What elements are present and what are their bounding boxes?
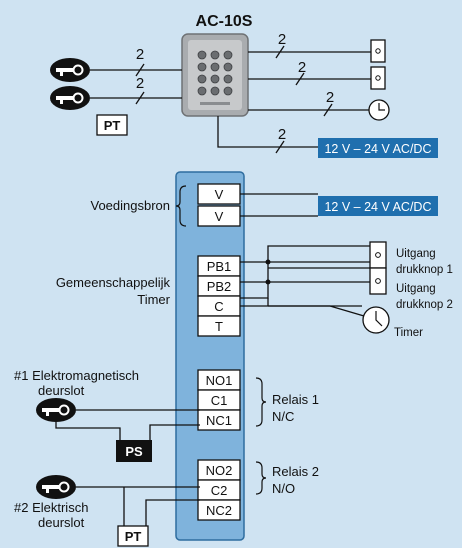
pt-label-bottom: PT (125, 529, 142, 544)
terminal-pb2: PB2 (197, 275, 241, 297)
lock2-line2: deurslot (38, 515, 85, 530)
exit2-line2: drukknop 2 (396, 299, 453, 311)
exit-button-1-icon (369, 241, 387, 269)
junction-dot-1 (265, 279, 271, 285)
terminal-v1-label: V (215, 187, 224, 202)
terminal-pb1: PB1 (197, 255, 241, 277)
terminal-v1: V (197, 183, 241, 205)
terminal-pb2-label: PB2 (207, 279, 232, 294)
common-label: Gemeenschappelijk (56, 275, 171, 290)
terminal-c1: C1 (197, 389, 241, 411)
wire-count-1: 2 (136, 46, 144, 63)
power-brace (175, 185, 187, 227)
ps-label: PS (125, 444, 143, 459)
relay2-line2: N/O (272, 481, 295, 496)
pt-label-top: PT (104, 118, 121, 133)
wire-count-4: 2 (298, 59, 306, 76)
lock1-line2: deurslot (38, 383, 85, 398)
terminal-nc1-label: NC1 (206, 413, 232, 428)
terminal-nc1: NC1 (197, 409, 241, 431)
relay2-brace (255, 461, 267, 495)
lock1-wiring (55, 409, 200, 440)
lock2-line1: #2 Elektrisch (14, 500, 88, 515)
terminal-nc2-label: NC2 (206, 503, 232, 518)
wire-count-5: 2 (326, 89, 334, 106)
terminal-v2-label: V (215, 209, 224, 224)
pt-box-top (96, 114, 128, 136)
lock1-key-icon (36, 398, 76, 422)
keypad-device (181, 33, 249, 117)
terminal-c2: C2 (197, 479, 241, 501)
terminal-t-label: T (215, 319, 223, 334)
terminal-no1: NO1 (197, 369, 241, 391)
terminal-nc2: NC2 (197, 499, 241, 521)
terminal-c2-label: C2 (211, 483, 228, 498)
exit-button-2-icon (369, 267, 387, 295)
supply-badge-mid-text: 12 V – 24 V AC/DC (324, 200, 431, 214)
terminal-no2-label: NO2 (206, 463, 233, 478)
timer-wire (268, 305, 365, 317)
timer-clock-icon (362, 306, 390, 334)
exit2-line1: Uitgang (396, 283, 436, 295)
top-wires (90, 45, 371, 154)
terminal-v2: V (197, 205, 241, 227)
wire-count-2: 2 (136, 75, 144, 92)
pt-box-bottom (117, 525, 149, 547)
terminal-pb1-label: PB1 (207, 259, 232, 274)
ps-box (116, 440, 152, 462)
push-button-2-icon (370, 66, 386, 90)
key-fob-1-icon (50, 58, 90, 82)
relay1-line1: Relais 1 (272, 392, 319, 407)
relay1-line2: N/C (272, 409, 294, 424)
supply-badge-top (318, 138, 438, 158)
terminal-no2: NO2 (197, 459, 241, 481)
device-title: AC-10S (196, 13, 253, 30)
supply-badge-top-text: 12 V – 24 V AC/DC (324, 142, 431, 156)
push-button-1-icon (370, 39, 386, 63)
lock1-line1: #1 Elektromagnetisch (14, 368, 139, 383)
lock2-key-icon (36, 475, 76, 499)
power-source-label: Voedingsbron (90, 198, 170, 213)
clock-top-icon (368, 99, 390, 121)
terminal-c: C (197, 295, 241, 317)
terminal-c1-label: C1 (211, 393, 228, 408)
junction-dot-2 (265, 259, 271, 265)
relay1-brace (255, 377, 267, 427)
lock2-wiring (76, 486, 200, 526)
timer-label-left: Timer (137, 292, 170, 307)
supply-badge-mid (318, 196, 438, 216)
relay2-line1: Relais 2 (272, 464, 319, 479)
wire-count-3: 2 (278, 31, 286, 48)
terminal-c-label: C (214, 299, 223, 314)
exit1-line1: Uitgang (396, 248, 436, 260)
exit-wiring (240, 245, 370, 307)
terminal-t: T (197, 315, 241, 337)
timer-label-right: Timer (394, 327, 423, 339)
terminal-no1-label: NO1 (206, 373, 233, 388)
wire-count-6: 2 (278, 126, 286, 143)
key-fob-2-icon (50, 86, 90, 110)
exit1-line2: drukknop 1 (396, 264, 453, 276)
